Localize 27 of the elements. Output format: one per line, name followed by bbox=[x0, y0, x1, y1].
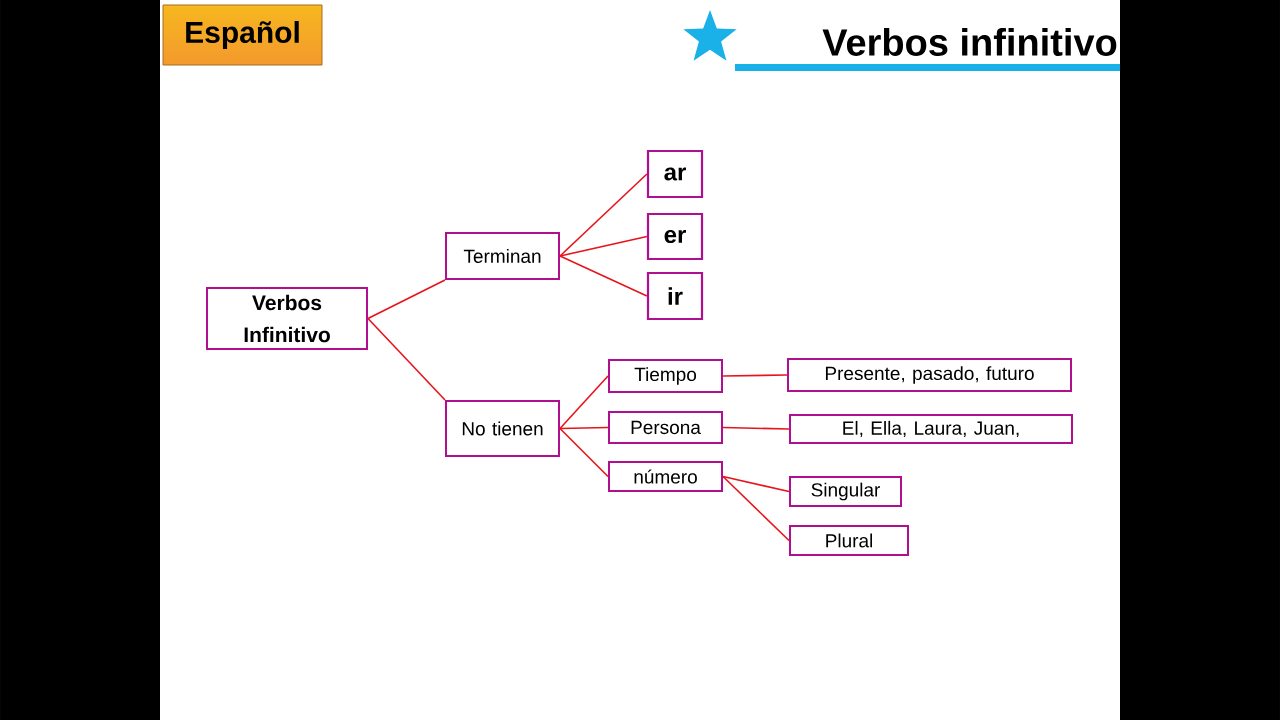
subject-tab: Español bbox=[162, 4, 323, 66]
concept-box: Presente, pasado, futuro bbox=[787, 358, 1072, 392]
connector-line bbox=[722, 475, 790, 493]
connector-line bbox=[559, 173, 648, 257]
ending-box: er bbox=[646, 212, 704, 261]
concept-box: número bbox=[608, 461, 723, 492]
concept-box: Plural bbox=[789, 525, 909, 556]
concept-box: Singular bbox=[789, 476, 902, 507]
connector-line bbox=[559, 255, 648, 297]
connector-line bbox=[367, 279, 446, 320]
concept-box: Tiempo bbox=[608, 359, 723, 393]
connector-line bbox=[722, 475, 790, 542]
concept-box: Verbos Infinitivo bbox=[206, 287, 368, 350]
connector-line bbox=[367, 317, 446, 401]
concept-box: Persona bbox=[608, 411, 723, 444]
concept-box: No tienen bbox=[445, 400, 560, 457]
connector-line bbox=[722, 426, 790, 430]
connector-line bbox=[722, 374, 788, 377]
ending-box: ar bbox=[646, 149, 704, 199]
connector-line bbox=[559, 375, 609, 430]
concept-box: El, Ella, Laura, Juan, bbox=[789, 414, 1073, 444]
connector-line bbox=[559, 426, 609, 430]
connector-line bbox=[559, 235, 648, 257]
ending-box: ir bbox=[646, 271, 704, 321]
title: Verbos infinitivo bbox=[822, 28, 1117, 56]
concept-box: Terminan bbox=[445, 232, 560, 280]
connector-line bbox=[559, 427, 609, 478]
